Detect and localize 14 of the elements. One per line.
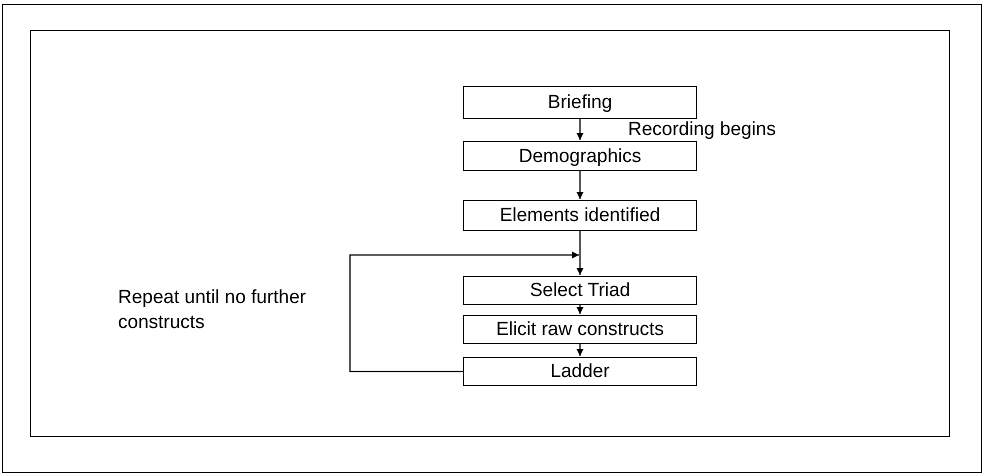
arrow [576, 231, 584, 275]
arrow [576, 119, 584, 140]
arrow [349, 252, 579, 372]
loop-note: Repeat until no further constructs [118, 286, 308, 335]
process-box: Elements identified [463, 200, 697, 231]
arrow [576, 344, 584, 356]
process-box: Ladder [463, 357, 697, 386]
arrow [576, 171, 584, 199]
process-box: Briefing [463, 86, 697, 119]
edge-label: Recording begins [628, 120, 776, 139]
process-box: Select Triad [463, 276, 697, 305]
arrow [576, 305, 584, 314]
process-box: Demographics [463, 141, 697, 171]
process-box: Elicit raw constructs [463, 315, 697, 344]
